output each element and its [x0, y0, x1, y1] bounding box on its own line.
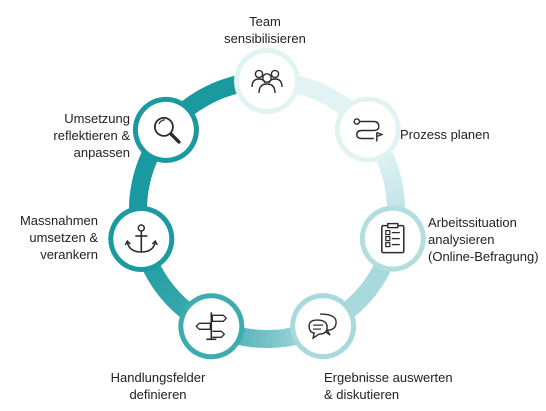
- signpost-icon: [195, 312, 228, 341]
- step-node-disc: [339, 101, 396, 158]
- step-node: [359, 205, 426, 272]
- speech-bubbles-icon: [308, 313, 337, 340]
- step-label-ergebnisse: Ergebnisse auswerten& diskutieren: [324, 370, 453, 402]
- step-label-prozess: Prozess planen: [400, 127, 490, 142]
- step-nodes: [108, 48, 426, 360]
- step-node: [132, 96, 199, 163]
- clipboard-checklist-icon: [381, 222, 405, 254]
- anchor-icon: [124, 224, 158, 253]
- process-path-icon: [353, 118, 384, 142]
- step-node: [290, 293, 357, 360]
- step-node: [108, 206, 175, 272]
- step-node: [178, 293, 245, 360]
- step-node: [234, 48, 300, 114]
- magnifier-icon: [153, 116, 181, 144]
- step-node-disc: [137, 101, 194, 158]
- team-people-icon: [251, 69, 283, 94]
- step-node: [334, 96, 401, 163]
